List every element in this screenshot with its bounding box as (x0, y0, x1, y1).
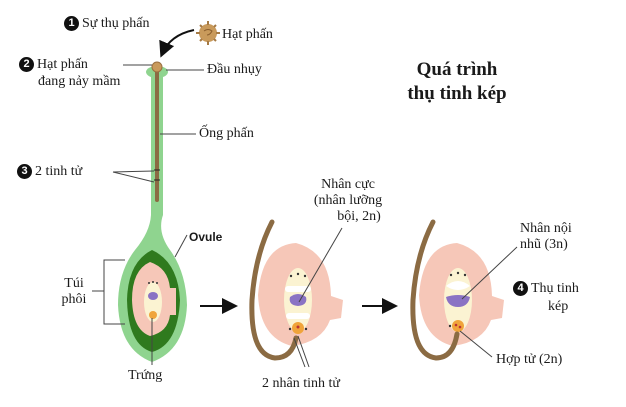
step-1-badge: 1 (64, 16, 79, 31)
polar-nuclei-line3: bội, 2n) (337, 209, 381, 224)
step-4-badge: 4 (513, 281, 528, 296)
step-4-text-line1: Thụ tinh (531, 281, 579, 296)
polar-nuclei-label: Nhân cực (nhân lưỡng bội, 2n) (304, 177, 392, 225)
endosperm-label: Nhân nội nhũ (3n) (520, 221, 572, 253)
endosperm-line2: nhũ (3n) (520, 237, 568, 252)
step-2-badge: 2 (19, 57, 34, 72)
embryo-sac-label: Túi phôi (56, 276, 92, 308)
embryo-sac-line2: phôi (61, 292, 87, 307)
pistil-illustration (118, 61, 187, 362)
pollen-grain-label: Hạt phấn (222, 27, 273, 42)
title-line-2: thụ tinh kép (407, 83, 507, 104)
polar-nuclei-line1: Nhân cực (321, 177, 375, 192)
pollen-grain-icon (196, 21, 220, 45)
ovule-stage-3-illustration (410, 219, 518, 361)
diagram-title: Quá trình thụ tinh kép (372, 58, 542, 106)
step-2-text-line1: Hạt phấn (37, 57, 88, 72)
pollen-tube-label: Ống phấn (199, 126, 254, 141)
embryo-sac-line1: Túi (64, 276, 84, 291)
stigma-label: Đầu nhụy (207, 62, 262, 77)
polar-nuclei-line2: (nhân lưỡng (313, 193, 383, 208)
sperm-nuclei-label: 2 nhân tinh tử (262, 376, 340, 391)
step-2-text-line2: đang nảy mầm (38, 74, 121, 89)
ovule-stage-2-illustration (249, 219, 343, 368)
step-4-text-line2: kép (548, 299, 569, 314)
step-1-text: Sự thụ phấn (82, 16, 150, 31)
step-3-text: 2 tinh tử (35, 164, 83, 179)
title-line-1: Quá trình (416, 59, 498, 80)
ovule-label: Ovule (189, 230, 223, 244)
endosperm-line1: Nhân nội (520, 221, 572, 236)
step-3-badge: 3 (17, 164, 32, 179)
egg-label: Trứng (128, 368, 163, 383)
zygote-label: Hợp tử (2n) (496, 352, 563, 367)
